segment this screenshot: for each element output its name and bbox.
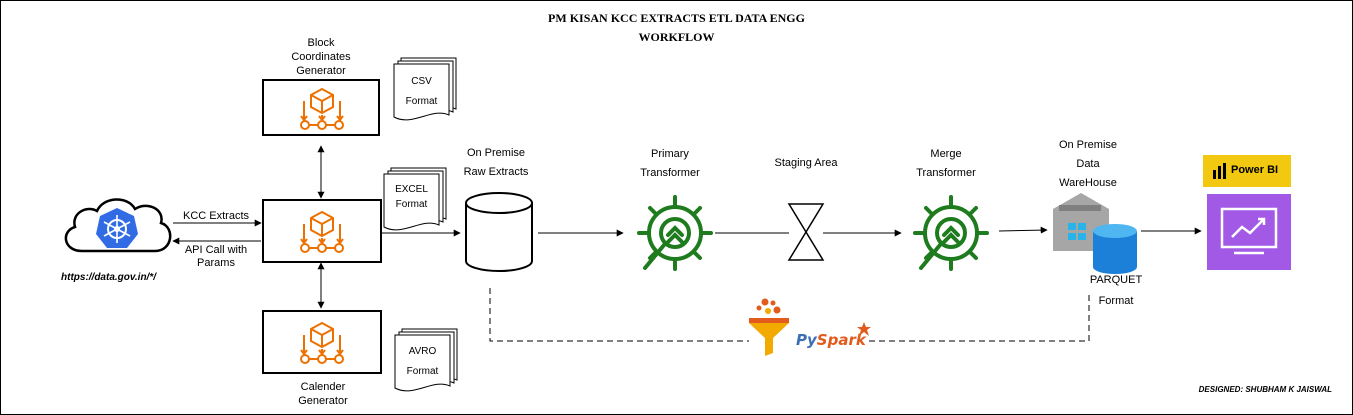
avro-format-label-line1: AVRO: [408, 346, 437, 357]
merge-transformer-label-line2: Transformer: [916, 167, 976, 179]
raw-extracts-label-line1: On Premise: [466, 147, 526, 159]
hourglass-icon[interactable]: [787, 203, 825, 261]
avro-format-label-line2: Format: [406, 366, 439, 377]
warehouse-label-line2: Data: [1076, 158, 1100, 170]
source-url[interactable]: https://data.gov.in/*/: [61, 272, 157, 283]
csv-format-label-line1: CSV: [411, 76, 432, 87]
diagram-title-line1: PM KISAN KCC EXTRACTS ETL DATA ENGG: [548, 11, 805, 25]
primary-transformer-label-line2: Transformer: [640, 167, 700, 179]
arrow-merge-to-warehouse: [998, 226, 1048, 234]
gear-transformer-icon[interactable]: [907, 193, 993, 275]
block-generator-label-line1: Block: [307, 37, 335, 49]
block-generator-label-line2: Coordinates: [291, 51, 351, 63]
powerbi-bars-icon: [1213, 163, 1226, 179]
spark-star-icon: [857, 322, 871, 336]
diagram-title-line2: WORKFLOW: [638, 30, 715, 44]
pyspark-suffix: Spark: [816, 331, 866, 349]
pyspark-label: PySpark: [796, 331, 866, 349]
calender-generator-label-line1: Calender: [300, 381, 346, 393]
calender-generator[interactable]: [262, 310, 382, 374]
step-functions-icon: [300, 210, 344, 253]
powerbi-logo-badge: Power BI: [1203, 155, 1291, 187]
powerbi-label: Power BI: [1231, 164, 1279, 176]
data-warehouse-icon[interactable]: [1051, 191, 1145, 275]
csv-documents-icon: [393, 57, 457, 121]
primary-transformer-label-line1: Primary: [651, 148, 689, 160]
database-cylinder-icon[interactable]: [463, 191, 535, 273]
csv-format-label-line2: Format: [405, 96, 438, 107]
calender-generator-label-line2: Generator: [298, 395, 348, 407]
edge-label-kcc-extracts: KCC Extracts: [182, 210, 249, 222]
pyspark-dashed-path: [489, 288, 1090, 342]
funnel-icon: [749, 298, 789, 356]
step-functions-icon: [300, 321, 344, 364]
parquet-format-label-line1: PARQUET: [1089, 274, 1143, 286]
kcc-extractor[interactable]: [262, 199, 382, 263]
block-generator-label-line3: Generator: [296, 65, 346, 77]
edge-label-api-call-line1: API Call with: [184, 244, 248, 256]
kubernetes-cloud-icon: [96, 208, 138, 248]
staging-area-label: Staging Area: [774, 157, 838, 169]
excel-format-label-line2: Format: [395, 199, 428, 210]
block-coordinates-generator[interactable]: [262, 79, 380, 136]
raw-extracts-label-line2: Raw Extracts: [463, 166, 529, 178]
warehouse-label-line1: On Premise: [1058, 139, 1118, 151]
pyspark-prefix: Py: [796, 331, 817, 349]
powerbi-dashboard[interactable]: [1207, 194, 1291, 270]
step-functions-icon: [300, 87, 344, 130]
edge-label-api-call-line2: Params: [197, 257, 235, 269]
warehouse-label-line3: WareHouse: [1059, 177, 1117, 189]
parquet-format-label-line2: Format: [1098, 295, 1134, 307]
merge-transformer-label-line1: Merge: [930, 148, 962, 160]
avro-documents-icon: [394, 328, 458, 392]
excel-format-label-line1: EXCEL: [395, 184, 428, 195]
gear-transformer-icon[interactable]: [631, 193, 717, 275]
chart-trend-icon: [1220, 207, 1278, 255]
excel-documents-icon: [383, 167, 447, 231]
designer-credit: DESIGNED: SHUBHAM K JAISWAL: [1198, 385, 1332, 394]
